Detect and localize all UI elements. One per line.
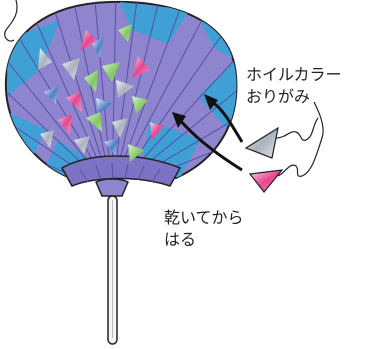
foil-origami-label-line2: おりがみ [246, 87, 311, 106]
foil-triangle-icon [248, 101, 324, 193]
foil-triangle-icon [244, 117, 319, 159]
foil-origami-label-line1: ホイルカラー [246, 65, 342, 84]
dry-instruction-label-line2: はる [164, 230, 197, 249]
foil-pieces [38, 24, 164, 162]
swirl-decoration [4, 0, 18, 42]
dry-instruction-label-line1: 乾いてから [164, 208, 244, 227]
fan-handle [107, 195, 118, 345]
